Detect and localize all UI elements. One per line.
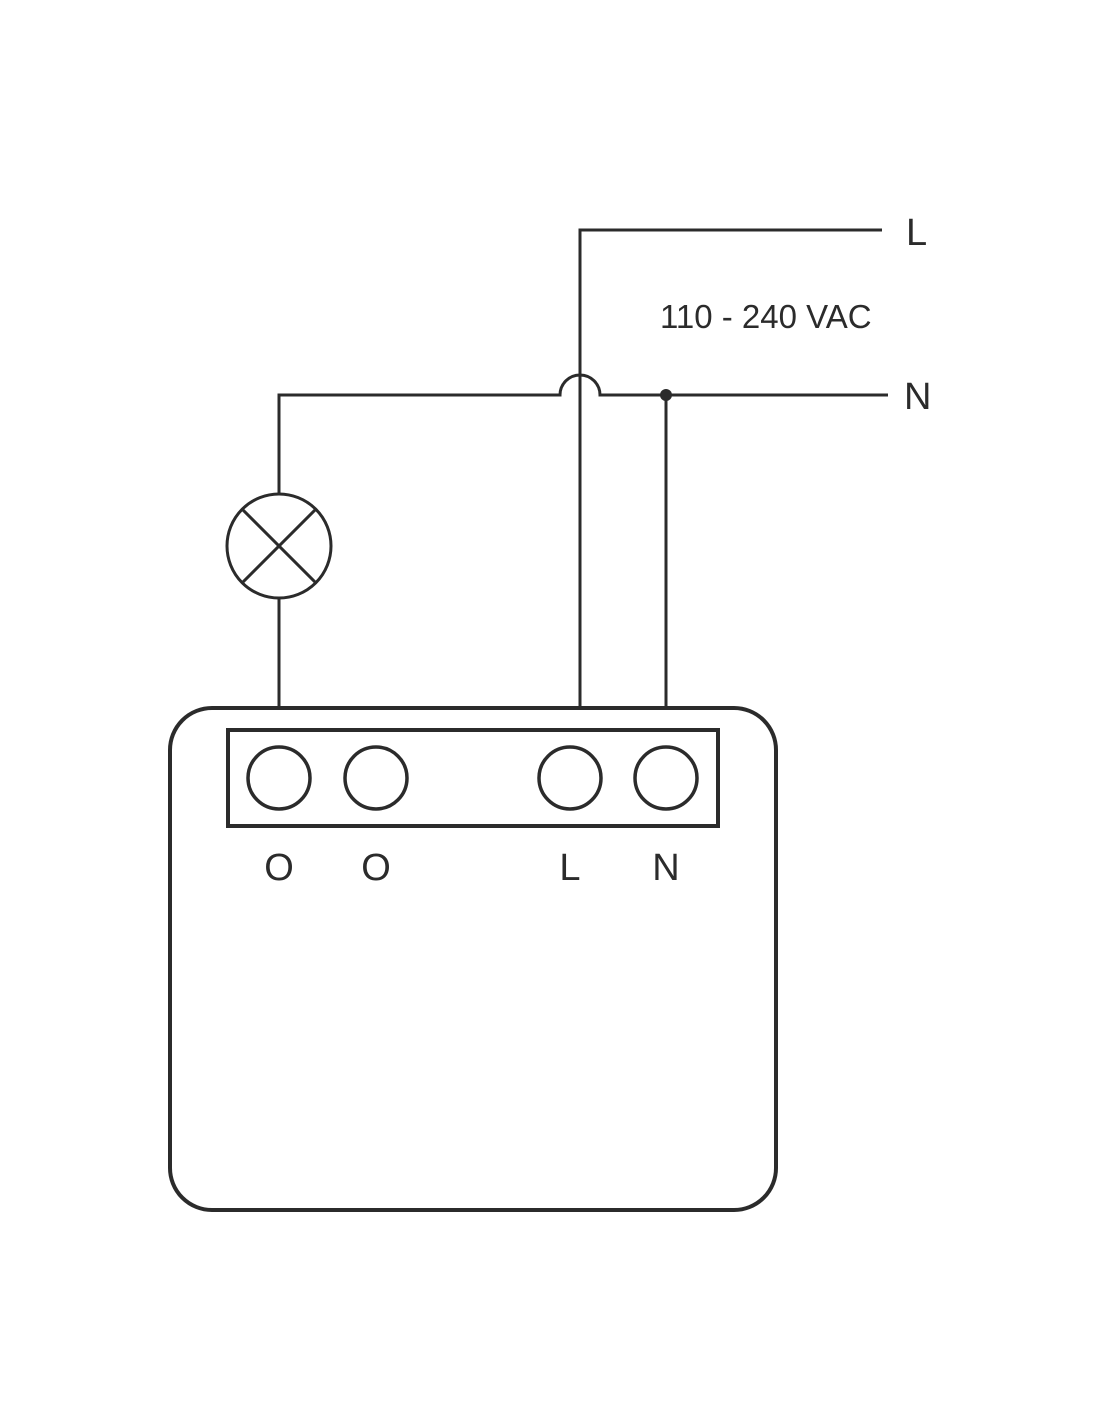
supply-neutral-label: N [904,376,931,418]
terminal-neutral [633,745,699,811]
neutral-wire [277,373,888,494]
supply-line-label: L [906,212,927,254]
terminal-out1 [246,745,312,811]
terminal-out2-label: O [361,847,391,889]
terminal-line-label: L [559,847,580,889]
terminal-out1-label: O [264,847,294,889]
terminal-line [537,745,603,811]
terminal-out2 [343,745,409,811]
supply-voltage-label: 110 - 240 VAC [660,298,872,335]
terminal-neutral-label: N [652,847,679,889]
device-body [168,706,778,1212]
line-wire [578,228,882,706]
junction-dot [660,389,672,401]
lamp-icon [225,492,333,600]
